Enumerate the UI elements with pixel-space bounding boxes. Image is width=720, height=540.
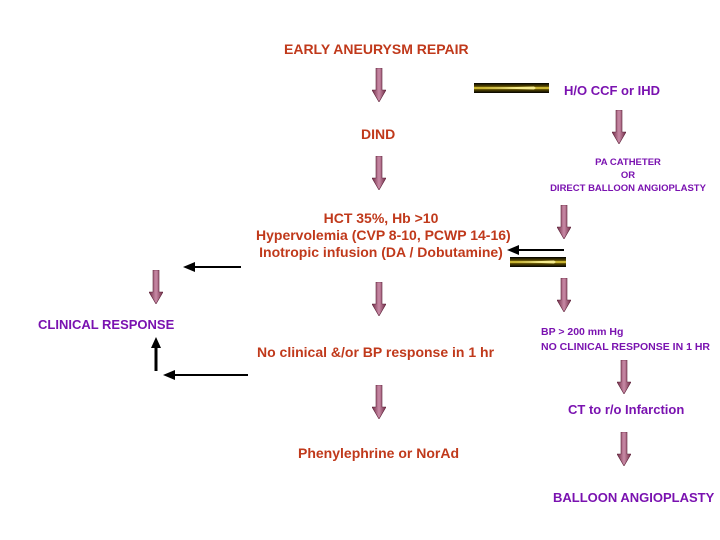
pressors-node: Phenylephrine or NorAd: [298, 445, 460, 461]
down-arrow-icon: [372, 282, 386, 316]
down-arrow-icon: [612, 110, 626, 144]
no-clinical-response-line: NO CLINICAL RESPONSE IN 1 HR: [541, 340, 710, 353]
ct-infarction-node: CT to r/o Infarction: [568, 402, 685, 417]
bp-line: BP > 200 mm Hg: [541, 326, 624, 338]
left-arrow-to-therapy-icon: [507, 245, 564, 255]
therapy-line-inotropic: Inotropic infusion (DA / Dobutamine): [259, 243, 503, 260]
left-arrow-to-clinical-response-icon: [183, 262, 241, 272]
direct-angioplasty-line: DIRECT BALLOON ANGIOPLASTY: [550, 182, 706, 194]
pa-or-line: OR: [620, 169, 636, 181]
therapy-line-hypervolemia: Hypervolemia (CVP 8-10, PCWP 14-16): [256, 226, 511, 243]
early-aneurysm-repair-node: EARLY ANEURYSM REPAIR: [284, 41, 469, 57]
dind-node: DIND: [361, 126, 396, 142]
down-arrow-icon: [617, 432, 631, 466]
no-response-node: No clinical &/or BP response in 1 hr: [257, 344, 495, 360]
therapy-node: HCT 35%, Hb >10 Hypervolemia (CVP 8-10, …: [256, 210, 511, 260]
balloon-angioplasty-node: BALLOON ANGIOPLASTY: [553, 490, 715, 505]
left-arrow-from-no-response-icon: [163, 370, 248, 380]
down-arrow-icon: [557, 278, 571, 312]
right-bar-arrow-icon: [510, 257, 566, 267]
down-arrow-icon: [372, 68, 386, 102]
down-arrow-icon: [372, 385, 386, 419]
down-arrow-icon: [372, 156, 386, 190]
down-arrow-icon: [149, 270, 163, 304]
clinical-response-node: CLINICAL RESPONSE: [38, 317, 175, 332]
history-ccf-ihd-node: H/O CCF or IHD: [564, 83, 661, 98]
down-arrow-icon: [557, 205, 571, 239]
pa-catheter-node: PA CATHETER OR DIRECT BALLOON ANGIOPLAST…: [538, 157, 718, 195]
therapy-line-hct: HCT 35%, Hb >10: [323, 210, 439, 226]
down-arrow-icon: [617, 360, 631, 394]
bp-criteria-node: BP > 200 mm Hg NO CLINICAL RESPONSE IN 1…: [541, 325, 710, 354]
up-arrow-icon: [151, 337, 161, 371]
pa-catheter-line: PA CATHETER: [595, 157, 661, 168]
right-bar-arrow-icon: [474, 83, 549, 93]
